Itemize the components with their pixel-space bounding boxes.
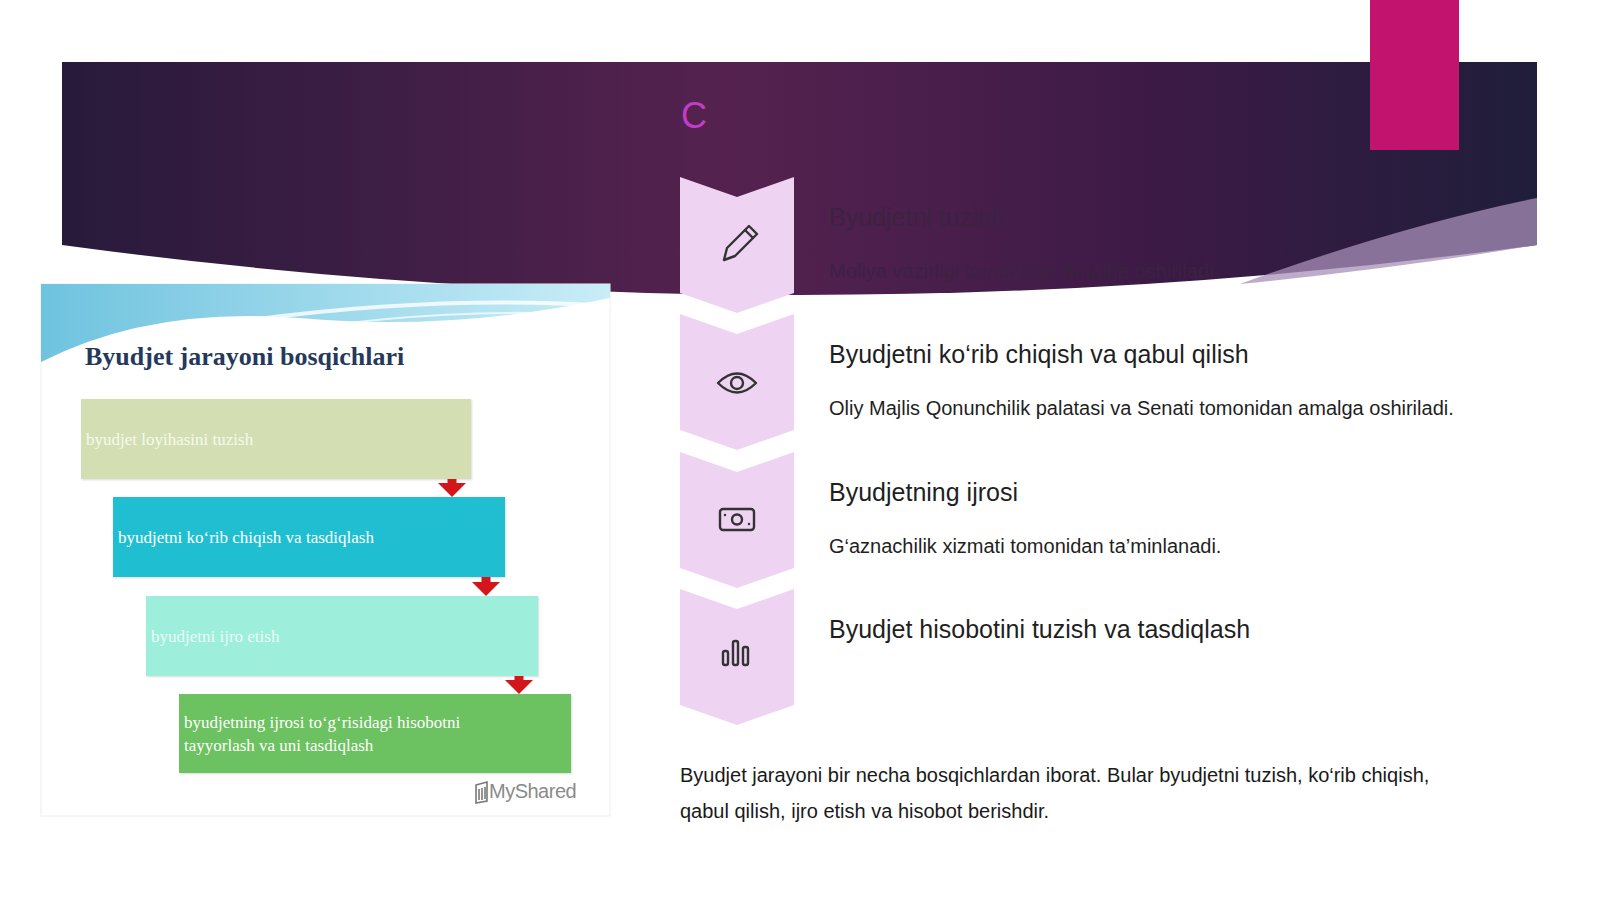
step-box: byudjetning ijrosi to‘g‘risidagi hisobot… xyxy=(179,694,571,773)
slide-caption: Byudjet jarayoni bir necha bosqichlardan… xyxy=(680,757,1455,829)
stage-heading: Byudjetni ko‘rib chiqish va qabul qilish xyxy=(829,338,1249,370)
stage-chevron: Byudjetni tuzishMoliya vazirligi tomonid… xyxy=(680,177,794,313)
picture-panel: Byudjet jarayoni bosqichlari byudjet loyi… xyxy=(41,284,610,816)
money-icon xyxy=(720,509,754,530)
flow-arrow xyxy=(448,479,457,497)
stage-chevron: Byudjetni ko‘rib chiqish va qabul qilish… xyxy=(680,314,794,450)
accent-bar xyxy=(1370,0,1459,150)
chevron-shape xyxy=(680,177,794,313)
step-box: byudjetni ijro etish xyxy=(146,596,538,676)
chevron-fill xyxy=(680,177,794,313)
stage-description: Oliy Majlis Qonunchilik palatasi va Sena… xyxy=(829,395,1454,421)
panel-swoosh xyxy=(250,313,610,338)
chevron-fill xyxy=(680,452,794,588)
chevron-fill xyxy=(680,589,794,725)
flow-arrow xyxy=(482,577,491,596)
header-banner xyxy=(62,62,1537,295)
stage-chevron: Byudjetning ijrosiG‘aznachilik xizmati t… xyxy=(680,452,794,588)
stage-heading: Byudjet hisobotini tuzish va tasdiqlash xyxy=(829,613,1250,645)
step-label: byudjet loyihasini tuzish xyxy=(86,428,253,451)
stage-description: G‘aznachilik xizmati tomonidan ta’minlan… xyxy=(829,533,1221,559)
panel-title: Byudjet jarayoni bosqichlari xyxy=(85,342,404,372)
picture-panel xyxy=(41,284,610,816)
chevron-fill xyxy=(680,314,794,450)
watermark-logo xyxy=(476,782,487,803)
chevron-shape xyxy=(680,589,794,725)
slide-title: C xyxy=(681,95,707,137)
pencil-icon xyxy=(724,226,757,260)
step-label: byudjetni ko‘rib chiqish va tasdiqlash xyxy=(118,526,374,549)
step-label: byudjetning ijrosi to‘g‘risidagi hisobot… xyxy=(184,711,484,757)
stage-heading: Byudjetning ijrosi xyxy=(829,476,1018,508)
step-box: byudjetni ko‘rib chiqish va tasdiqlash xyxy=(113,497,505,577)
stage-description: Moliya vazirligi tomonidan amalga oshiri… xyxy=(829,258,1219,284)
step-label: byudjetni ijro etish xyxy=(151,625,279,648)
stage-chevron: Byudjet hisobotini tuzish va tasdiqlash xyxy=(680,589,794,725)
flow-arrow xyxy=(515,676,524,694)
bar-chart-icon xyxy=(723,641,748,665)
chevron-shape xyxy=(680,314,794,450)
banner-accent xyxy=(1240,198,1537,284)
chevron-shape xyxy=(680,452,794,588)
watermark: MyShared xyxy=(489,780,576,803)
stage-heading: Byudjetni tuzish xyxy=(829,201,1004,233)
eye-icon xyxy=(718,374,756,393)
step-box: byudjet loyihasini tuzish xyxy=(81,399,471,479)
